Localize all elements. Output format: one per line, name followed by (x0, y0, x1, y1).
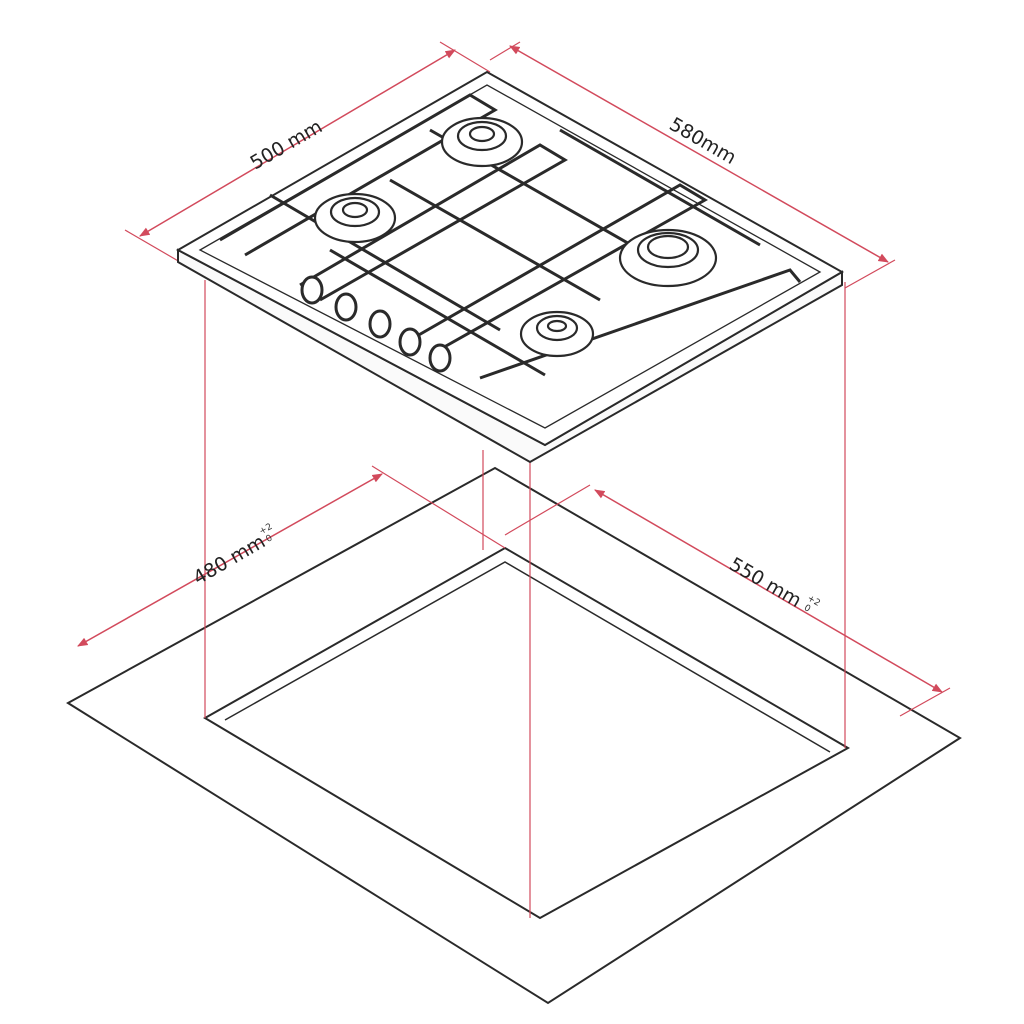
hob-top (175, 70, 845, 447)
dim-line-580 (509, 45, 889, 263)
cutout-inner-edge (224, 561, 831, 753)
tolerance-minus: 0 (802, 603, 812, 615)
cutout-hole (203, 546, 851, 920)
gas-hob (175, 70, 845, 464)
burner-front (519, 310, 595, 358)
label-hob-width: 500 mm (247, 116, 327, 175)
label-cutout-width: 480 mm (190, 531, 270, 590)
pan-supports (219, 93, 802, 380)
burners (313, 116, 718, 358)
dim-line-500 (139, 49, 456, 237)
dimension-lines (77, 45, 943, 693)
knob (428, 343, 452, 373)
burner-rear-center (440, 116, 524, 168)
knob (368, 309, 392, 339)
label-cutout-width-group: 480 mm +2 0 (190, 522, 275, 590)
control-knobs (300, 275, 452, 373)
knob (300, 275, 324, 305)
burner-left (313, 192, 397, 244)
burner-right-large (618, 228, 718, 288)
countertop (66, 466, 962, 1005)
dim-line-550 (594, 489, 943, 693)
knob (398, 327, 422, 357)
dim-line-480 (77, 473, 383, 647)
tolerance-minus: 0 (265, 533, 275, 545)
label-cutout-depth: 550 mm (726, 553, 806, 612)
knob (334, 292, 358, 322)
